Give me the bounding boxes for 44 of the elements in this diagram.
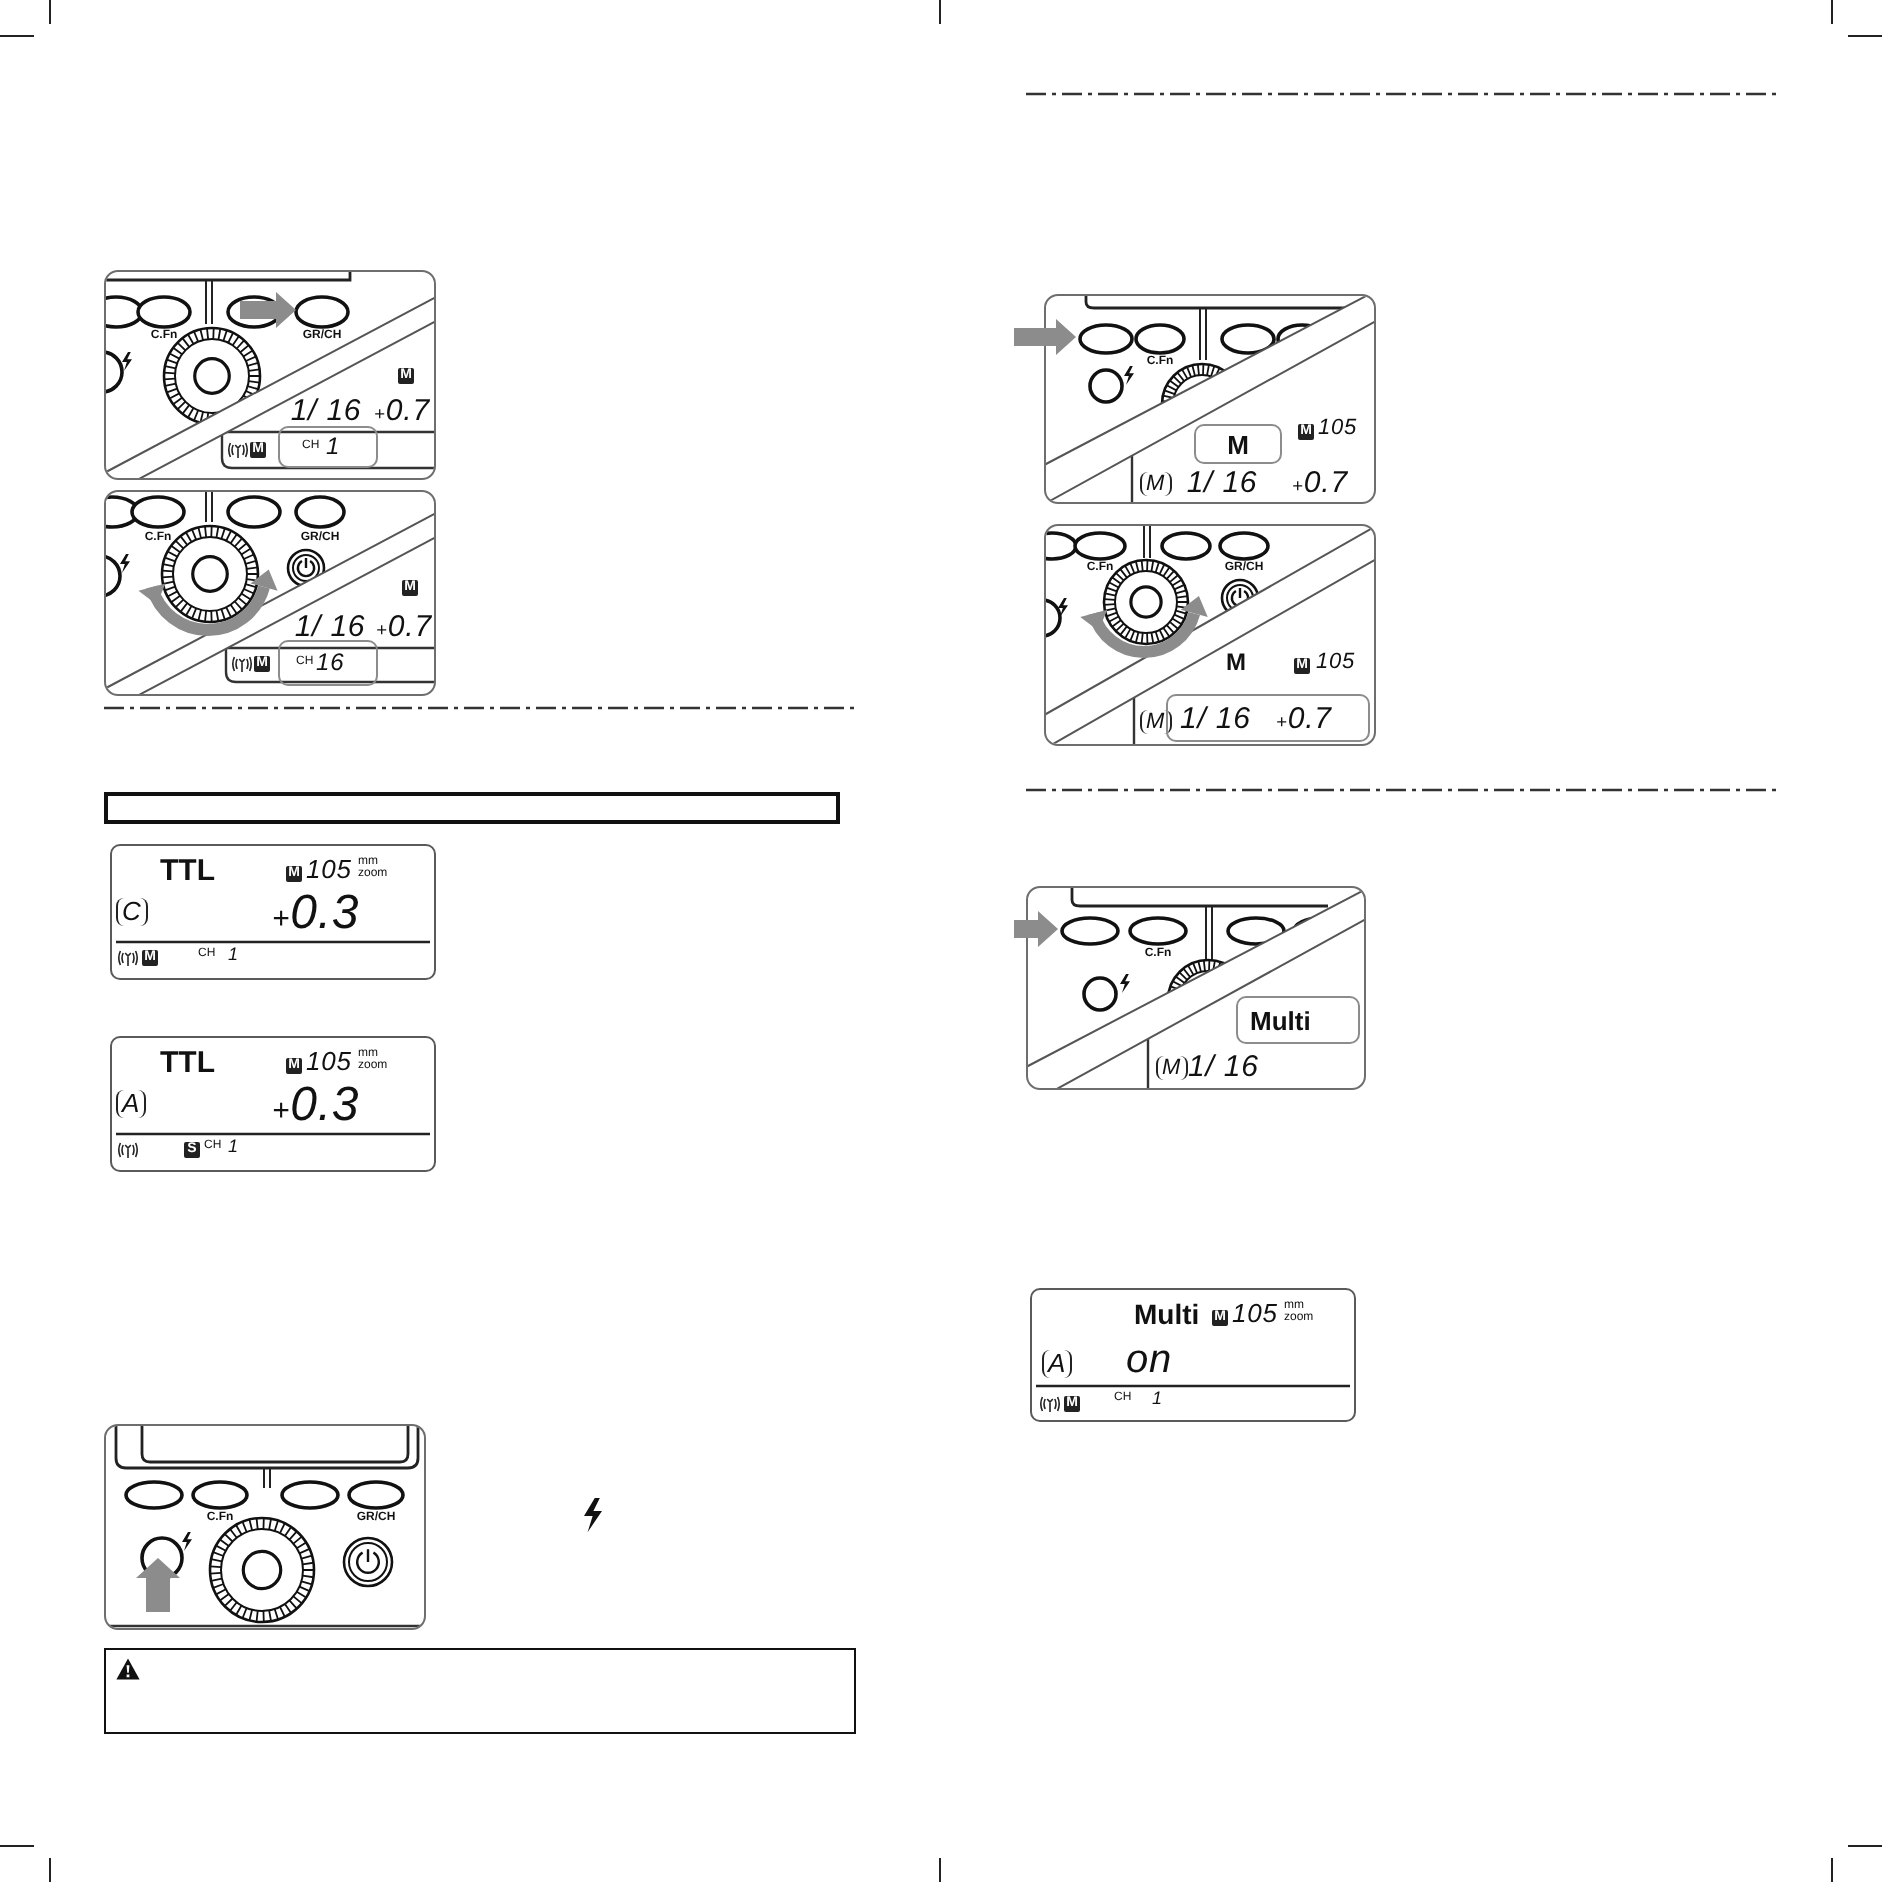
- highlight-frame: [1194, 424, 1282, 464]
- lcd-readout: 105: [306, 856, 352, 882]
- mode-text: TTL: [160, 1048, 215, 1078]
- lcd-readout: 105: [1316, 652, 1356, 674]
- lcd-readout: 1: [1152, 1390, 1163, 1408]
- mode-text: TTL: [160, 856, 215, 886]
- group-indicator: A: [116, 1090, 147, 1119]
- lcd-readout: 105: [1232, 1300, 1278, 1326]
- lcd-readout: 105: [1318, 418, 1358, 440]
- lcd-readout: 1/ 16: [1186, 468, 1258, 498]
- lcd-display: [110, 844, 436, 980]
- lcd-readout: 1: [326, 434, 341, 458]
- highlight-frame: [278, 426, 378, 468]
- lcd-readout: +0.3: [272, 890, 360, 938]
- lcd-readout: 105: [306, 1048, 352, 1074]
- lcd-display: [1030, 1288, 1356, 1422]
- lcd-readout: 1/ 16: [294, 612, 366, 642]
- group-indicator: A: [1042, 1350, 1073, 1379]
- highlight-frame: [1166, 694, 1370, 742]
- lcd-readout: +0.7: [1292, 468, 1348, 498]
- mode-text: M: [1226, 650, 1246, 674]
- lcd-readout: 1/ 16: [290, 396, 362, 426]
- lcd-readout: +0.7: [1276, 704, 1332, 734]
- group-indicator: C: [116, 898, 148, 927]
- mode-text: Multi: [1134, 1300, 1200, 1328]
- lcd-readout: 1: [228, 946, 239, 964]
- highlight-frame: [1236, 996, 1360, 1044]
- lcd-display: [110, 1036, 436, 1172]
- mode-text: M: [1227, 432, 1249, 458]
- lcd-readout: 16: [316, 650, 345, 674]
- group-indicator: M: [1140, 710, 1172, 735]
- lcd-readout: +0.7: [374, 396, 430, 426]
- group-indicator: M: [1140, 472, 1172, 497]
- highlight-frame: [278, 640, 378, 686]
- notice-box: [104, 1648, 856, 1734]
- lcd-readout: 1/ 16: [1180, 704, 1251, 734]
- lcd-readout: on: [1126, 1340, 1173, 1380]
- mode-text: Multi: [1250, 1008, 1311, 1034]
- lcd-readout: +0.7: [376, 612, 432, 642]
- group-indicator: M: [1156, 1056, 1188, 1081]
- lcd-readout: 1/ 16: [1188, 1052, 1259, 1082]
- lcd-readout: 1: [228, 1138, 239, 1156]
- lcd-readout: +0.3: [272, 1082, 360, 1130]
- empty-heading-bar: [104, 792, 840, 824]
